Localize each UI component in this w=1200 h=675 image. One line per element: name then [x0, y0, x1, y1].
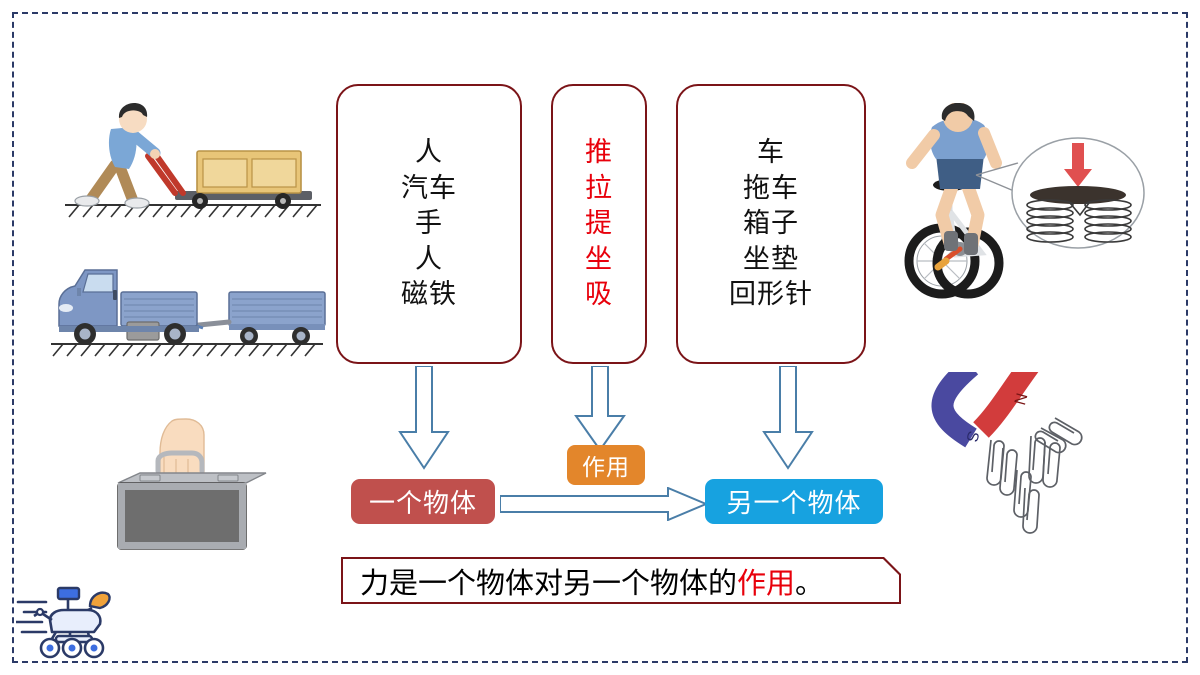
conclusion-highlight: 作用: [737, 567, 796, 600]
down-arrow-object: [762, 366, 814, 470]
down-arrow-subject: [398, 366, 450, 470]
horizontal-action-arrow: [499, 486, 709, 526]
object-item-0: 车: [757, 136, 785, 167]
conclusion-inner: 力是一个物体对另一个物体的作用。: [343, 559, 899, 602]
illustration-cyclist-seat-spring: [892, 103, 1172, 318]
verb-item-3: 坐: [585, 243, 613, 274]
conclusion-text: 力是一个物体对另一个物体的作用。: [360, 560, 824, 602]
illustration-person-pushing-cart: [63, 93, 325, 221]
pill-other-object: 另一个物体: [705, 479, 883, 524]
verb-item-1: 拉: [585, 172, 613, 203]
object-item-3: 坐垫: [743, 243, 799, 274]
illustration-magnet-with-paperclips: S N: [925, 372, 1125, 552]
subject-item-0: 人: [415, 136, 443, 167]
subject-item-3: 人: [415, 243, 443, 274]
category-box-verb: 推 拉 提 坐 吸: [551, 84, 647, 364]
conclusion-prefix: 力是一个物体对另一个物体的: [360, 567, 738, 600]
subject-item-4: 磁铁: [401, 279, 457, 310]
illustration-hand-lifting-suitcase: [96, 413, 286, 558]
mars-rover-logo-icon: [16, 576, 120, 660]
down-arrow-verb: [574, 366, 626, 452]
verb-item-0: 推: [585, 136, 613, 167]
pill-action: 作用: [567, 445, 645, 485]
pill-one-object: 一个物体: [351, 479, 495, 524]
magnet-south-label: S: [962, 429, 981, 444]
subject-item-2: 手: [415, 208, 443, 239]
subject-item-1: 汽车: [401, 172, 457, 203]
verb-item-2: 提: [585, 208, 613, 239]
category-box-subject: 人 汽车 手 人 磁铁: [336, 84, 522, 364]
object-item-2: 箱子: [743, 208, 799, 239]
conclusion-box: 力是一个物体对另一个物体的作用。: [341, 557, 901, 604]
verb-item-4: 吸: [585, 279, 613, 310]
magnet-north-label: N: [1010, 391, 1029, 407]
object-item-4: 回形针: [729, 279, 813, 310]
object-item-1: 拖车: [743, 172, 799, 203]
category-box-object: 车 拖车 箱子 坐垫 回形针: [676, 84, 866, 364]
illustration-truck-towing-trailer: [33, 252, 329, 360]
conclusion-suffix: 。: [795, 567, 825, 600]
